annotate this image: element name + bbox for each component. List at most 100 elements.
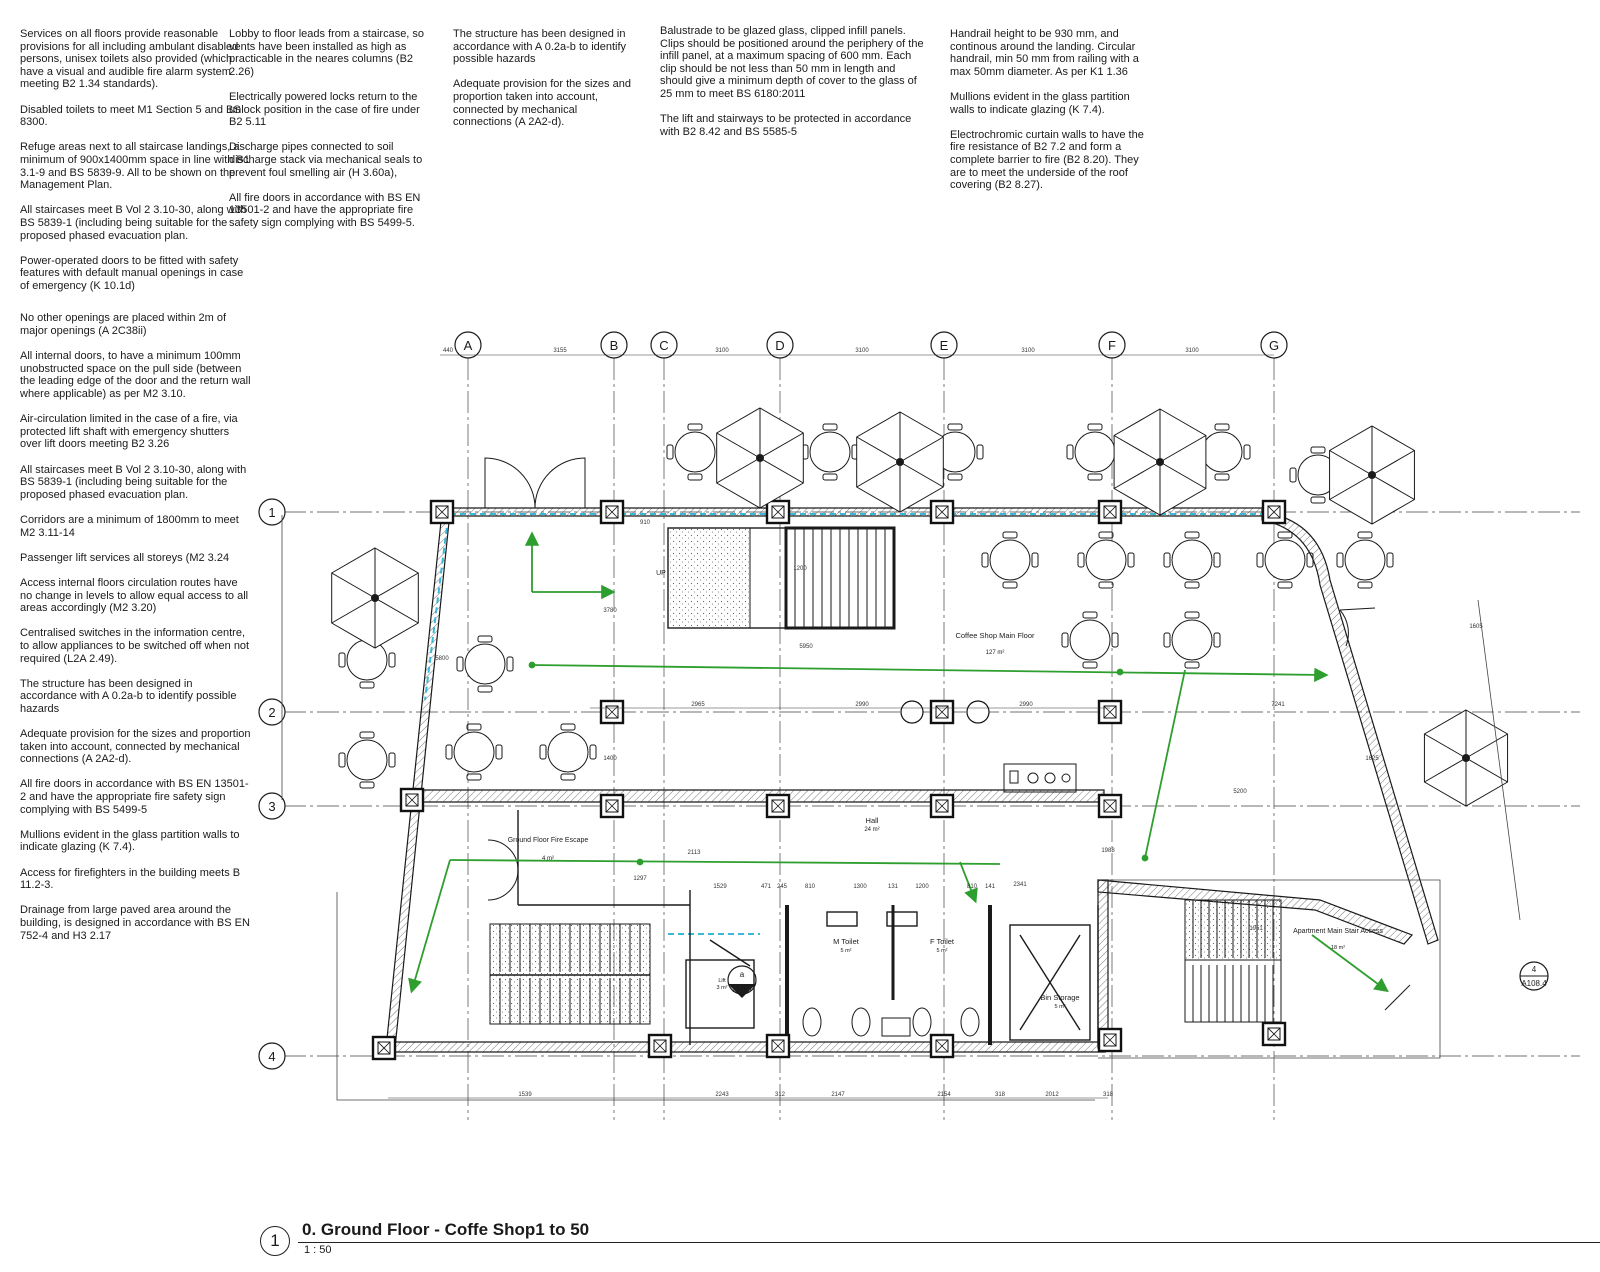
svg-text:3: 3	[268, 799, 275, 814]
table-with-chairs	[1077, 531, 1135, 589]
structural-column	[765, 1033, 791, 1059]
structural-column	[399, 787, 425, 813]
dimension-label: 1539	[518, 1092, 532, 1098]
table-with-chairs	[666, 423, 724, 481]
svg-text:B: B	[610, 338, 619, 353]
note-paragraph: Disabled toilets to meet M1 Section 5 an…	[20, 103, 241, 129]
stair-up-label: UP	[656, 570, 666, 577]
notes-column-4: Balustrade to be glazed glass, clipped i…	[660, 25, 930, 151]
dimension-label: 318	[1103, 1092, 1114, 1098]
dimension-label: 1297	[633, 876, 647, 882]
room-f-toilet-area: 5 m²	[937, 948, 948, 954]
dimension-label: 1400	[603, 756, 617, 762]
umbrella	[1113, 408, 1207, 516]
umbrellas	[331, 407, 1509, 807]
section-4-ref: A108.4	[1521, 979, 1547, 988]
svg-text:1: 1	[268, 505, 275, 520]
room-m-toilet-name: M Toilet	[833, 937, 860, 946]
section-4-num: 4	[1532, 965, 1537, 974]
dimension-label: 1988	[1101, 848, 1115, 854]
drawing-title: 0. Ground Floor - Coffe Shop1 to 50	[302, 1220, 590, 1239]
note-paragraph: Discharge pipes connected to soil discha…	[229, 141, 423, 179]
note-paragraph: The lift and stairways to be protected i…	[660, 113, 912, 138]
structural-column	[647, 1033, 673, 1059]
dimension-label: 5200	[1233, 789, 1247, 795]
dimension-label: 3100	[855, 348, 869, 354]
svg-text:C: C	[659, 338, 668, 353]
structural-column	[1097, 1027, 1123, 1053]
structural-columns	[371, 499, 1287, 1061]
grid-marker-row: 3	[258, 792, 286, 820]
note-paragraph: Balustrade to be glazed glass, clipped i…	[660, 25, 924, 100]
switch-panel	[1003, 763, 1077, 793]
dimension-label: 1529	[713, 884, 727, 890]
note-paragraph: Electrochromic curtain walls to have the…	[950, 128, 1144, 192]
table-with-chairs	[338, 631, 396, 689]
dimension-label: 1625	[1365, 756, 1379, 762]
umbrella	[331, 547, 419, 649]
structural-column	[599, 699, 625, 725]
room-fire-escape-area: 4 m²	[542, 856, 554, 862]
grid-marker-column: F	[1098, 331, 1126, 359]
svg-text:E: E	[940, 338, 949, 353]
dimension-label: 3780	[603, 608, 617, 614]
dimension-label: 131	[888, 884, 899, 890]
toilet-fixtures	[802, 1007, 980, 1037]
structural-column	[599, 793, 625, 819]
dimension-label: 2243	[715, 1092, 729, 1098]
round-column	[966, 700, 990, 724]
dimension-label: 318	[995, 1092, 1006, 1098]
note-paragraph: Refuge areas next to all staircase landi…	[20, 141, 250, 192]
structural-column	[429, 499, 455, 525]
notes-column-2: Lobby to floor leads from a staircase, s…	[229, 28, 429, 242]
dimension-label: 1200	[915, 884, 929, 890]
note-paragraph: Electrically powered locks return to the…	[229, 90, 420, 129]
grid-marker-column: A	[454, 331, 482, 359]
table-with-chairs	[1163, 531, 1221, 589]
dimension-label: 5950	[799, 644, 813, 650]
structural-column	[1097, 793, 1123, 819]
room-hall-area: 24 m²	[864, 827, 879, 833]
notes-column-5: Handrail height to be 930 mm, and contin…	[950, 28, 1155, 204]
dimension-label: 2990	[855, 702, 869, 708]
structural-column	[929, 699, 955, 725]
room-bin-storage-name: Bin Storage	[1040, 993, 1079, 1002]
dimension-label: 2012	[1045, 1092, 1059, 1098]
note-paragraph: The structure has been designed in accor…	[20, 677, 237, 715]
note-paragraph: Passenger lift services all storeys (M2 …	[20, 551, 230, 564]
umbrella	[1423, 709, 1509, 807]
note-paragraph: Access for firefighters in the building …	[20, 866, 241, 892]
svg-text:2: 2	[268, 705, 275, 720]
section-a-num: a	[740, 970, 745, 979]
note-paragraph: All internal doors, to have a minimum 10…	[20, 350, 251, 401]
svg-text:A: A	[464, 338, 473, 353]
dimension-label: 2965	[691, 702, 705, 708]
note-paragraph: Air-circulation limited in the case of a…	[20, 413, 238, 451]
structural-column	[1097, 699, 1123, 725]
table-with-chairs	[981, 531, 1039, 589]
grid-marker-column: E	[930, 331, 958, 359]
structural-column	[599, 499, 625, 525]
notes-column-3: The structure has been designed in accor…	[453, 28, 633, 141]
table-with-chairs	[1066, 423, 1124, 481]
table-with-chairs	[445, 723, 503, 781]
svg-text:D: D	[775, 338, 784, 353]
dimension-label: 3100	[715, 348, 729, 354]
room-f-toilet-name: F Toilet	[930, 937, 955, 946]
note-paragraph: All fire doors in accordance with BS EN …	[229, 191, 421, 229]
table-with-chairs	[801, 423, 859, 481]
table-with-chairs	[338, 731, 396, 789]
note-paragraph: The structure has been designed in accor…	[453, 28, 627, 66]
note-paragraph: Power-operated doors to be fitted with s…	[20, 254, 244, 292]
note-paragraph: Corridors are a minimum of 1800mm to mee…	[20, 513, 239, 539]
dimension-label: 2113	[688, 850, 702, 856]
room-labels: Coffee Shop Main Floor 127 m² Hall 24 m²…	[508, 570, 1384, 1010]
note-paragraph: Mullions evident in the glass partition …	[950, 90, 1130, 116]
table-with-chairs	[1256, 531, 1314, 589]
drawing-scale: 1 : 50	[304, 1244, 332, 1256]
